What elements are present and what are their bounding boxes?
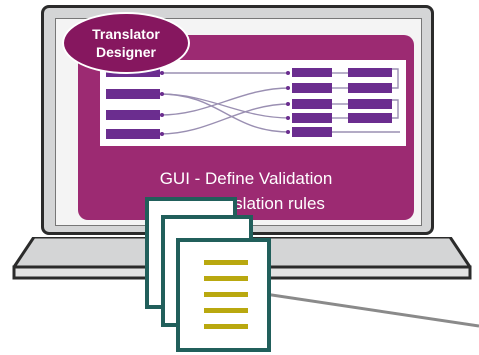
- document-text-line: [204, 324, 248, 329]
- source-node: [106, 129, 160, 139]
- connector-dots: [160, 71, 290, 136]
- output-node: [348, 99, 392, 109]
- connector-dot: [286, 71, 290, 75]
- mapping-link: [159, 93, 291, 133]
- connector-dot: [160, 132, 164, 136]
- source-nodes: [106, 68, 160, 139]
- document-text-line: [204, 308, 248, 313]
- output-node: [348, 68, 392, 77]
- bracket: [392, 68, 399, 89]
- mapping-links: [159, 68, 400, 135]
- source-node: [106, 89, 160, 99]
- target-node: [292, 113, 332, 123]
- gui-caption-line-2: and Translation rules: [167, 194, 325, 213]
- connector-dot: [286, 116, 290, 120]
- target-node: [292, 68, 332, 77]
- translator-designer-badge: Translator Designer: [62, 12, 190, 74]
- output-node: [348, 83, 392, 93]
- document-text-line: [204, 292, 248, 297]
- connector-dot: [286, 86, 290, 90]
- connector-dot: [286, 102, 290, 106]
- document-text-line: [204, 260, 248, 265]
- gui-caption: GUI - Define Validation and Translation …: [78, 166, 414, 216]
- target-nodes: [292, 68, 332, 137]
- connector-dot: [160, 92, 164, 96]
- bracket: [392, 99, 399, 119]
- mapping-link: [159, 103, 291, 135]
- output-node: [348, 113, 392, 123]
- badge-line-1: Translator: [92, 26, 160, 42]
- mapping-canvas: [100, 60, 406, 146]
- mapping-diagram: [106, 68, 400, 139]
- connector-dot: [160, 113, 164, 117]
- document-front: [176, 238, 271, 352]
- target-node: [292, 83, 332, 93]
- output-nodes: [348, 68, 392, 123]
- target-node: [292, 127, 332, 137]
- connection-line: [265, 292, 479, 328]
- mapping-link: [159, 87, 291, 116]
- source-node: [106, 110, 160, 120]
- connection-wire: [265, 292, 479, 328]
- gui-caption-line-1: GUI - Define Validation: [159, 169, 333, 188]
- connector-dot: [286, 130, 290, 134]
- document-text-line: [204, 276, 248, 281]
- connector-dot: [160, 71, 164, 75]
- badge-line-2: Designer: [96, 44, 156, 60]
- target-node: [292, 99, 332, 109]
